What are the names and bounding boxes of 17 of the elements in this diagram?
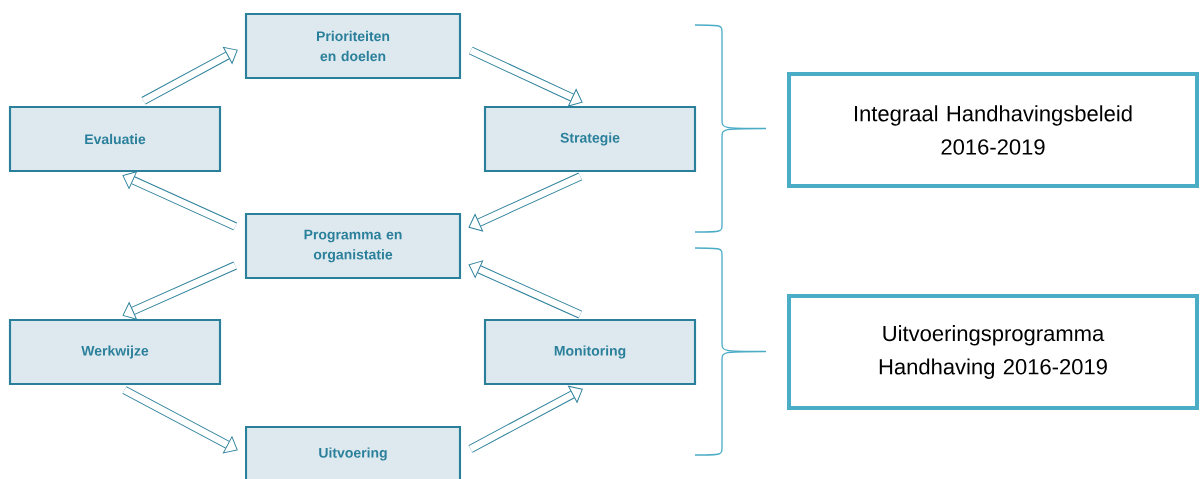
process-box: Strategie xyxy=(483,105,697,173)
block-arrow xyxy=(122,386,238,454)
block-arrow xyxy=(141,46,238,105)
block-arrow xyxy=(468,46,583,107)
process-box: Prioriteiten en doelen xyxy=(244,12,462,80)
document-box: Uitvoeringsprogramma Handhaving 2016-2019 xyxy=(787,294,1199,410)
process-box: Werkwijze xyxy=(8,318,222,386)
document-box: Integraal Handhavingsbeleid 2016-2019 xyxy=(787,72,1199,188)
process-box: Evaluatie xyxy=(8,105,222,173)
block-arrow xyxy=(468,385,583,453)
block-arrow xyxy=(468,260,582,319)
block-arrow xyxy=(122,261,237,320)
process-box: Programma en organistatie xyxy=(244,212,462,280)
block-arrow xyxy=(468,172,583,232)
block-arrow xyxy=(122,171,237,231)
process-box: Uitvoering xyxy=(244,425,462,479)
process-box: Monitoring xyxy=(483,318,697,386)
